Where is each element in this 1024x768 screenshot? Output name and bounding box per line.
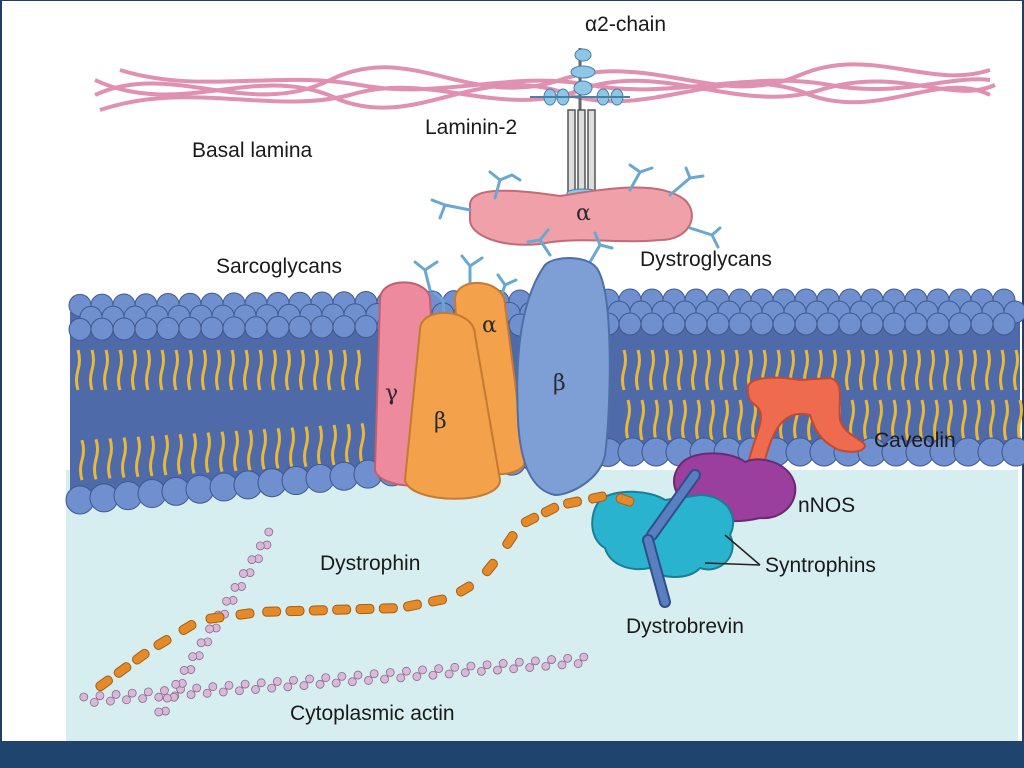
sarcoglycan-complex xyxy=(373,281,527,500)
alpha-dystroglycan xyxy=(469,186,693,246)
label-nnos: nNOS xyxy=(798,494,855,517)
label-syntrophins: Syntrophins xyxy=(765,554,876,577)
label-laminin-2: Laminin-2 xyxy=(425,116,517,139)
cytoplasmic-actin-filaments xyxy=(79,527,589,717)
label-caveolin: Caveolin xyxy=(874,429,956,452)
dystrophin-complex-diagram: α β γ β α α2-chain Basal lamina Laminin-… xyxy=(65,13,1024,741)
label-sarcoglycans: Sarcoglycans xyxy=(216,255,342,278)
basal-lamina xyxy=(94,62,996,112)
leader-lines xyxy=(704,534,761,566)
dystrobrevin-protein xyxy=(642,469,701,608)
label-alpha2-chain: α2-chain xyxy=(585,13,666,36)
label-dystrophin: Dystrophin xyxy=(320,552,420,575)
label-dystrobrevin: Dystrobrevin xyxy=(626,615,744,638)
syntrophin-proteins xyxy=(591,490,735,578)
sarcoglycan-beta-letter: β xyxy=(434,409,447,434)
label-basal-lamina: Basal lamina xyxy=(192,139,313,162)
beta-dystroglycan xyxy=(516,257,611,497)
label-dystroglycans: Dystroglycans xyxy=(640,248,772,271)
sarcoglycan-alpha-letter: α xyxy=(482,313,497,338)
sarcoglycan-gamma-letter: γ xyxy=(385,381,398,406)
slide-bottom-bar xyxy=(0,741,1024,768)
beta-dystroglycan-letter: β xyxy=(553,371,566,396)
alpha-dystroglycan-letter: α xyxy=(576,201,591,226)
caveolin-protein xyxy=(746,376,867,476)
dystrophin-chain xyxy=(95,491,635,692)
label-cytoplasmic-actin: Cytoplasmic actin xyxy=(290,702,455,725)
